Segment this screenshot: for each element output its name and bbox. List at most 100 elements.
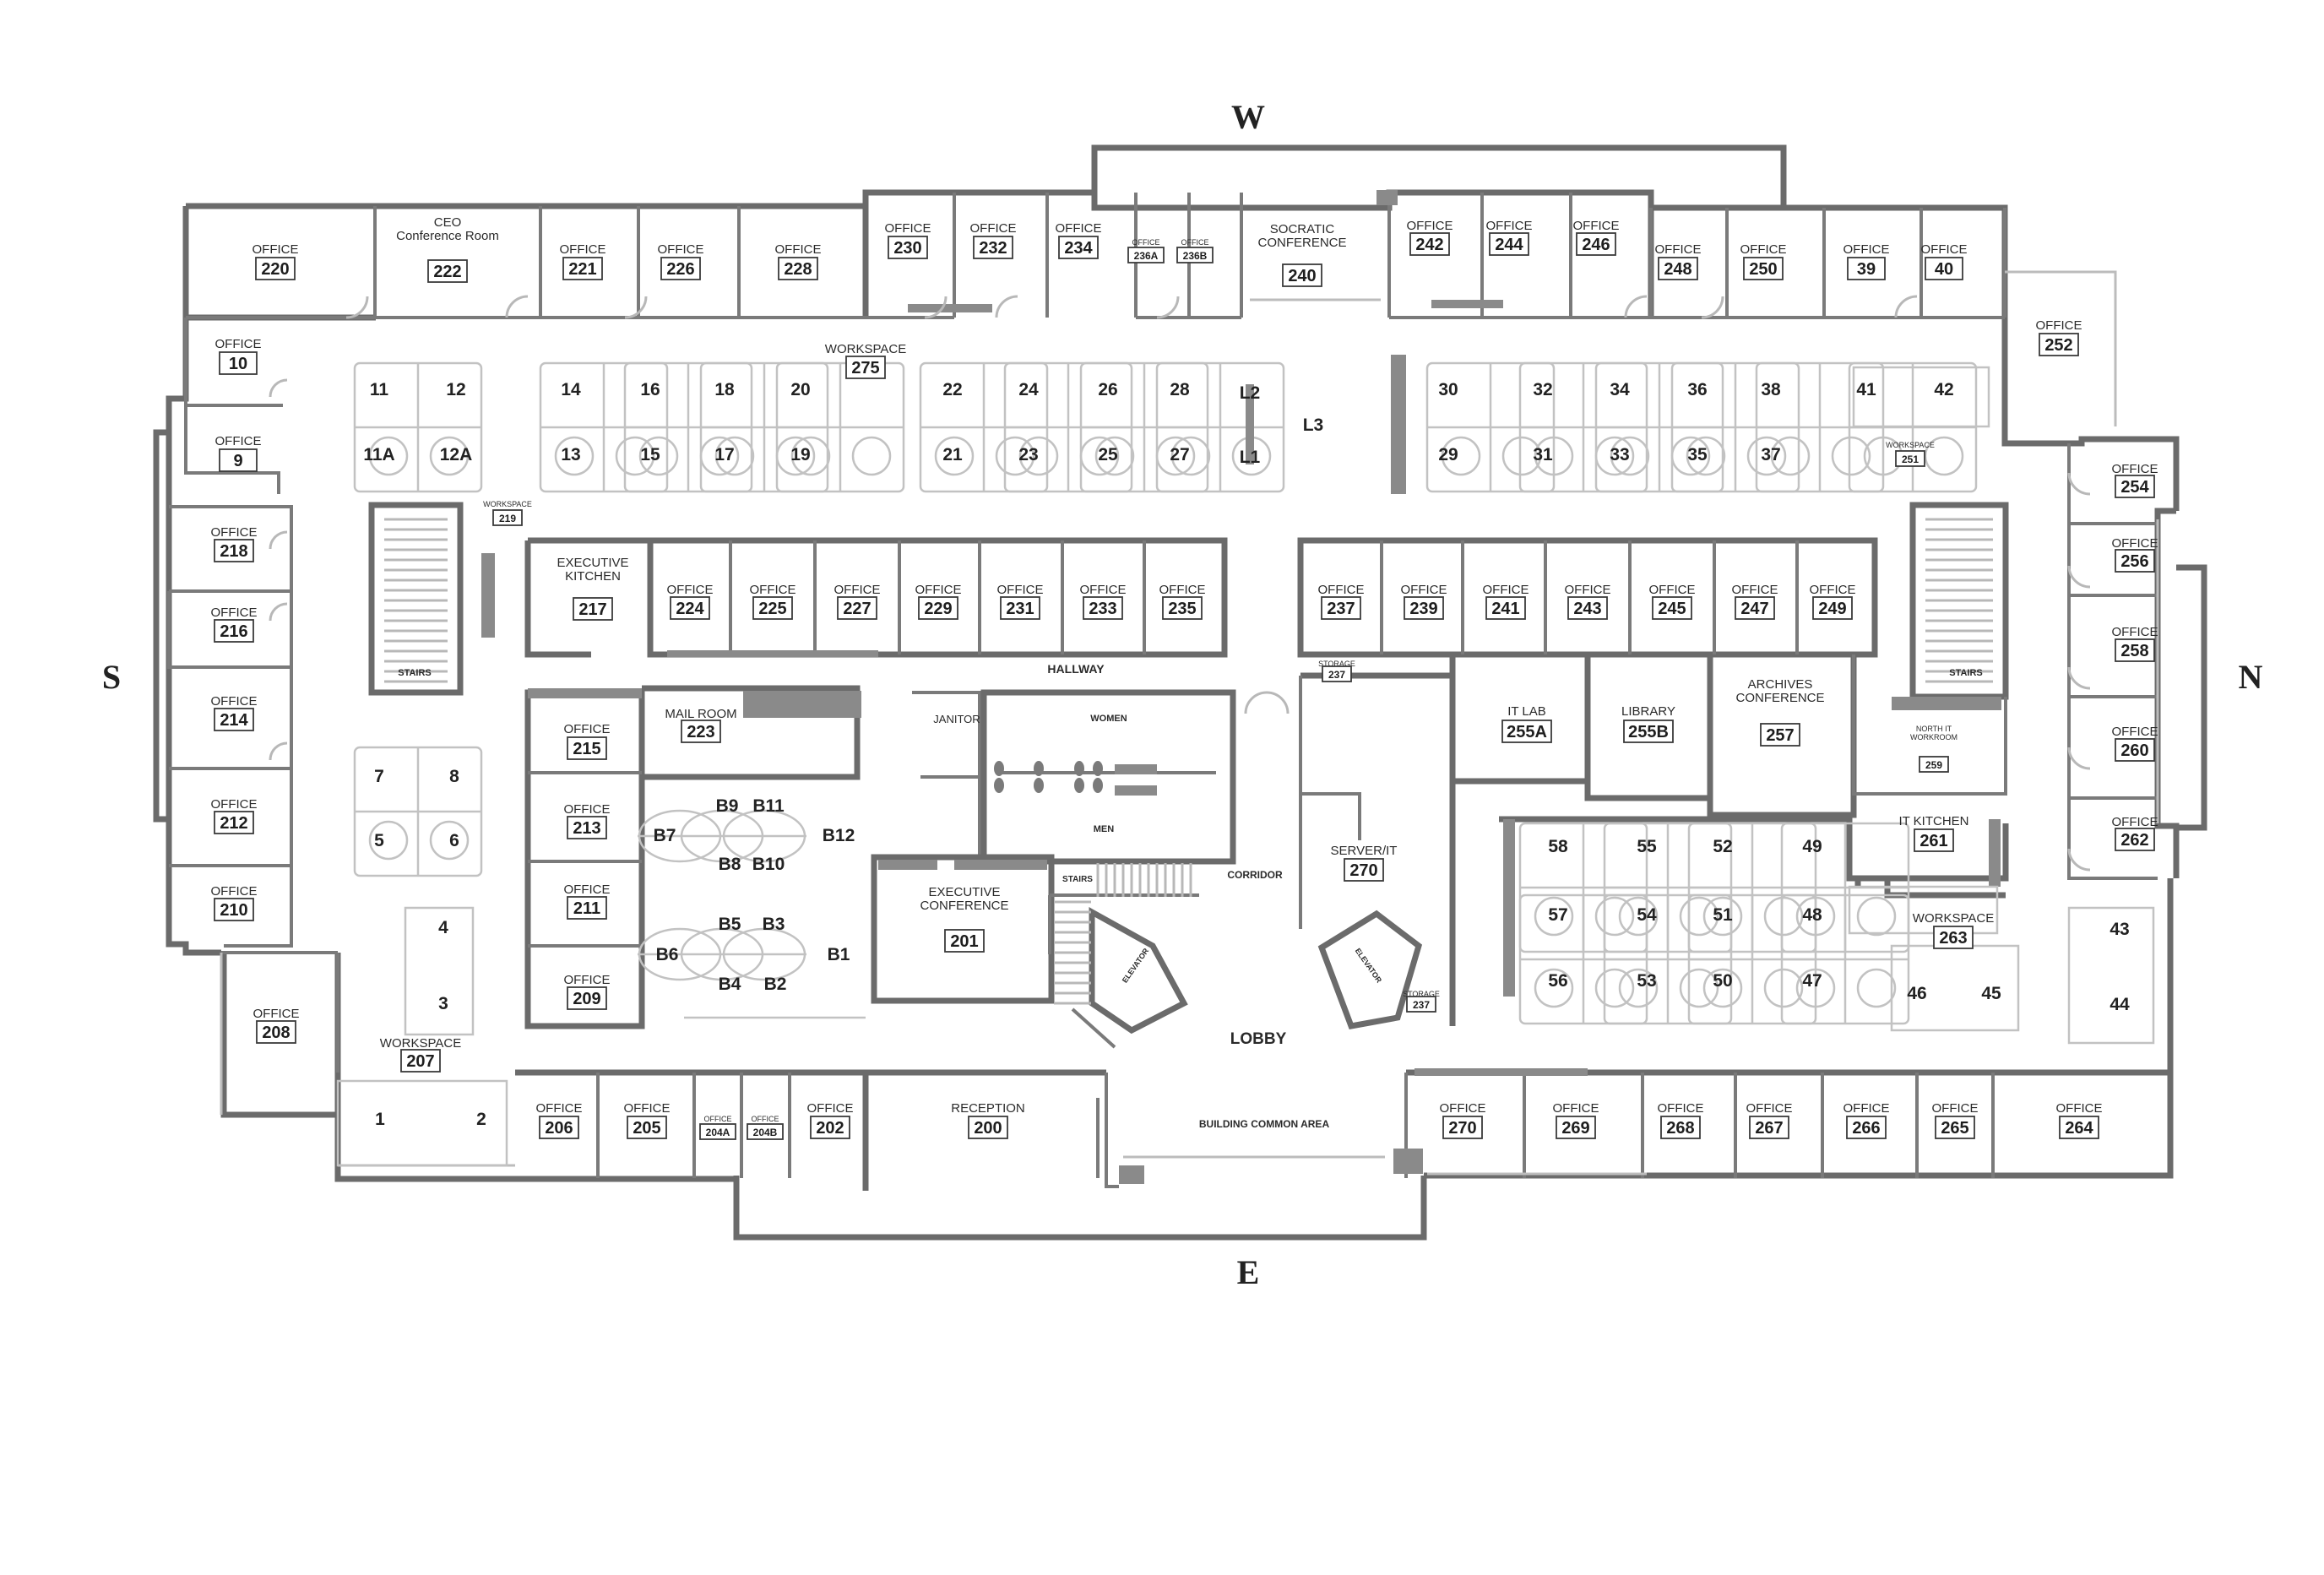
room-number: 39: [1857, 260, 1876, 279]
room-number-box: [255, 257, 296, 280]
room-label: OFFICE: [2112, 625, 2158, 639]
workstation-50: 50: [1713, 971, 1732, 991]
room-number-box: [567, 736, 607, 760]
workstation-29: 29: [1438, 445, 1458, 464]
room-label: OFFICE: [750, 583, 796, 597]
workstation-B10: B10: [752, 855, 785, 874]
room-number-box: [778, 257, 818, 280]
room-number-box: [219, 448, 258, 472]
annotation-elevator: ELEVATOR: [1121, 947, 1151, 985]
workstation-47: 47: [1802, 971, 1822, 991]
workstation-L1: L1: [1240, 448, 1261, 467]
workstation-24: 24: [1018, 380, 1039, 399]
room-number-box: [2115, 828, 2155, 851]
room-label: OFFICE: [1486, 219, 1533, 233]
room-number-box: [699, 1123, 736, 1140]
room-number-box: [1735, 596, 1775, 620]
workstation-34: 34: [1610, 380, 1630, 399]
room-label: OFFICE: [1932, 1101, 1979, 1116]
room-label: OFFICE: [2112, 462, 2158, 476]
room-number-box: [2059, 1116, 2099, 1139]
workstation-16: 16: [640, 380, 660, 399]
room-number: 225: [758, 600, 786, 618]
room-label: CONFERENCE: [1257, 236, 1346, 250]
room-label: CEO: [434, 215, 462, 230]
room-label: OFFICE: [775, 242, 822, 257]
room-number: 229: [924, 600, 952, 618]
room-label: CONFERENCE: [920, 899, 1008, 913]
room-label: OFFICE: [2112, 725, 2158, 739]
room-number: 249: [1818, 600, 1846, 618]
annotation-elevator: ELEVATOR: [1354, 947, 1384, 985]
workstation-11: 11: [370, 380, 389, 399]
room-number: 9: [233, 452, 242, 470]
room-number-box: [1162, 596, 1203, 620]
room-number-box: [1322, 665, 1352, 682]
room-number-box: [845, 356, 886, 379]
room-number-box: [214, 898, 254, 921]
annotation-janitor: JANITOR: [933, 713, 980, 725]
room-number: 221: [568, 260, 596, 279]
workstation-17: 17: [714, 445, 734, 464]
room-number: 217: [578, 600, 606, 619]
workstation-21: 21: [942, 445, 963, 464]
room-label: OFFICE: [1921, 242, 1968, 257]
workstation-54: 54: [1637, 905, 1657, 925]
workstation-13: 13: [561, 445, 580, 464]
room-number-box: [214, 539, 254, 562]
room-number-box: [2115, 549, 2155, 573]
room-label: OFFICE: [1843, 1101, 1890, 1116]
room-label: OFFICE: [1483, 583, 1529, 597]
room-number: 205: [633, 1119, 660, 1138]
workstation-49: 49: [1802, 837, 1822, 856]
room-number-box: [670, 596, 710, 620]
room-number-box: [2039, 333, 2079, 356]
room-number-box: [1919, 756, 1949, 773]
workstation-52: 52: [1713, 837, 1732, 856]
room-label: ARCHIVES: [1748, 677, 1813, 692]
room-label: IT KITCHEN: [1898, 814, 1968, 828]
room-label: WORKROOM: [1910, 733, 1957, 741]
room-label: OFFICE: [1843, 242, 1890, 257]
room-number: 219: [499, 513, 516, 524]
workstation-11A: 11A: [363, 445, 394, 464]
workstation-18: 18: [714, 380, 735, 399]
room-label: WORKSPACE: [1886, 441, 1935, 449]
room-number: 236A: [1134, 250, 1159, 262]
room-number-box: [1567, 596, 1608, 620]
room-number: 252: [2044, 336, 2072, 355]
room-number-box: [1083, 596, 1123, 620]
room-number-box: [837, 596, 877, 620]
room-number-box: [1127, 247, 1165, 263]
room-number: 211: [573, 899, 600, 918]
compass-south-label: S: [102, 658, 121, 696]
annotation-hallway: HALLWAY: [1047, 662, 1105, 676]
workstation-B2: B2: [764, 975, 787, 994]
room-label: OFFICE: [1440, 1101, 1486, 1116]
room-label: OFFICE: [970, 221, 1017, 236]
room-label: MAIL ROOM: [665, 707, 736, 721]
room-number: 262: [2120, 831, 2148, 850]
room-label: OFFICE: [752, 1115, 779, 1123]
room-number: 215: [573, 740, 600, 758]
room-number-box: [1925, 257, 1963, 280]
room-number-box: [539, 1116, 579, 1139]
room-number-box: [973, 236, 1013, 259]
workstation-22: 22: [942, 380, 962, 399]
compass-east-label: E: [1237, 1253, 1260, 1291]
workstation-36: 36: [1687, 380, 1707, 399]
room-label: OFFICE: [658, 242, 704, 257]
annotation-stairs: STAIRS: [398, 668, 432, 678]
